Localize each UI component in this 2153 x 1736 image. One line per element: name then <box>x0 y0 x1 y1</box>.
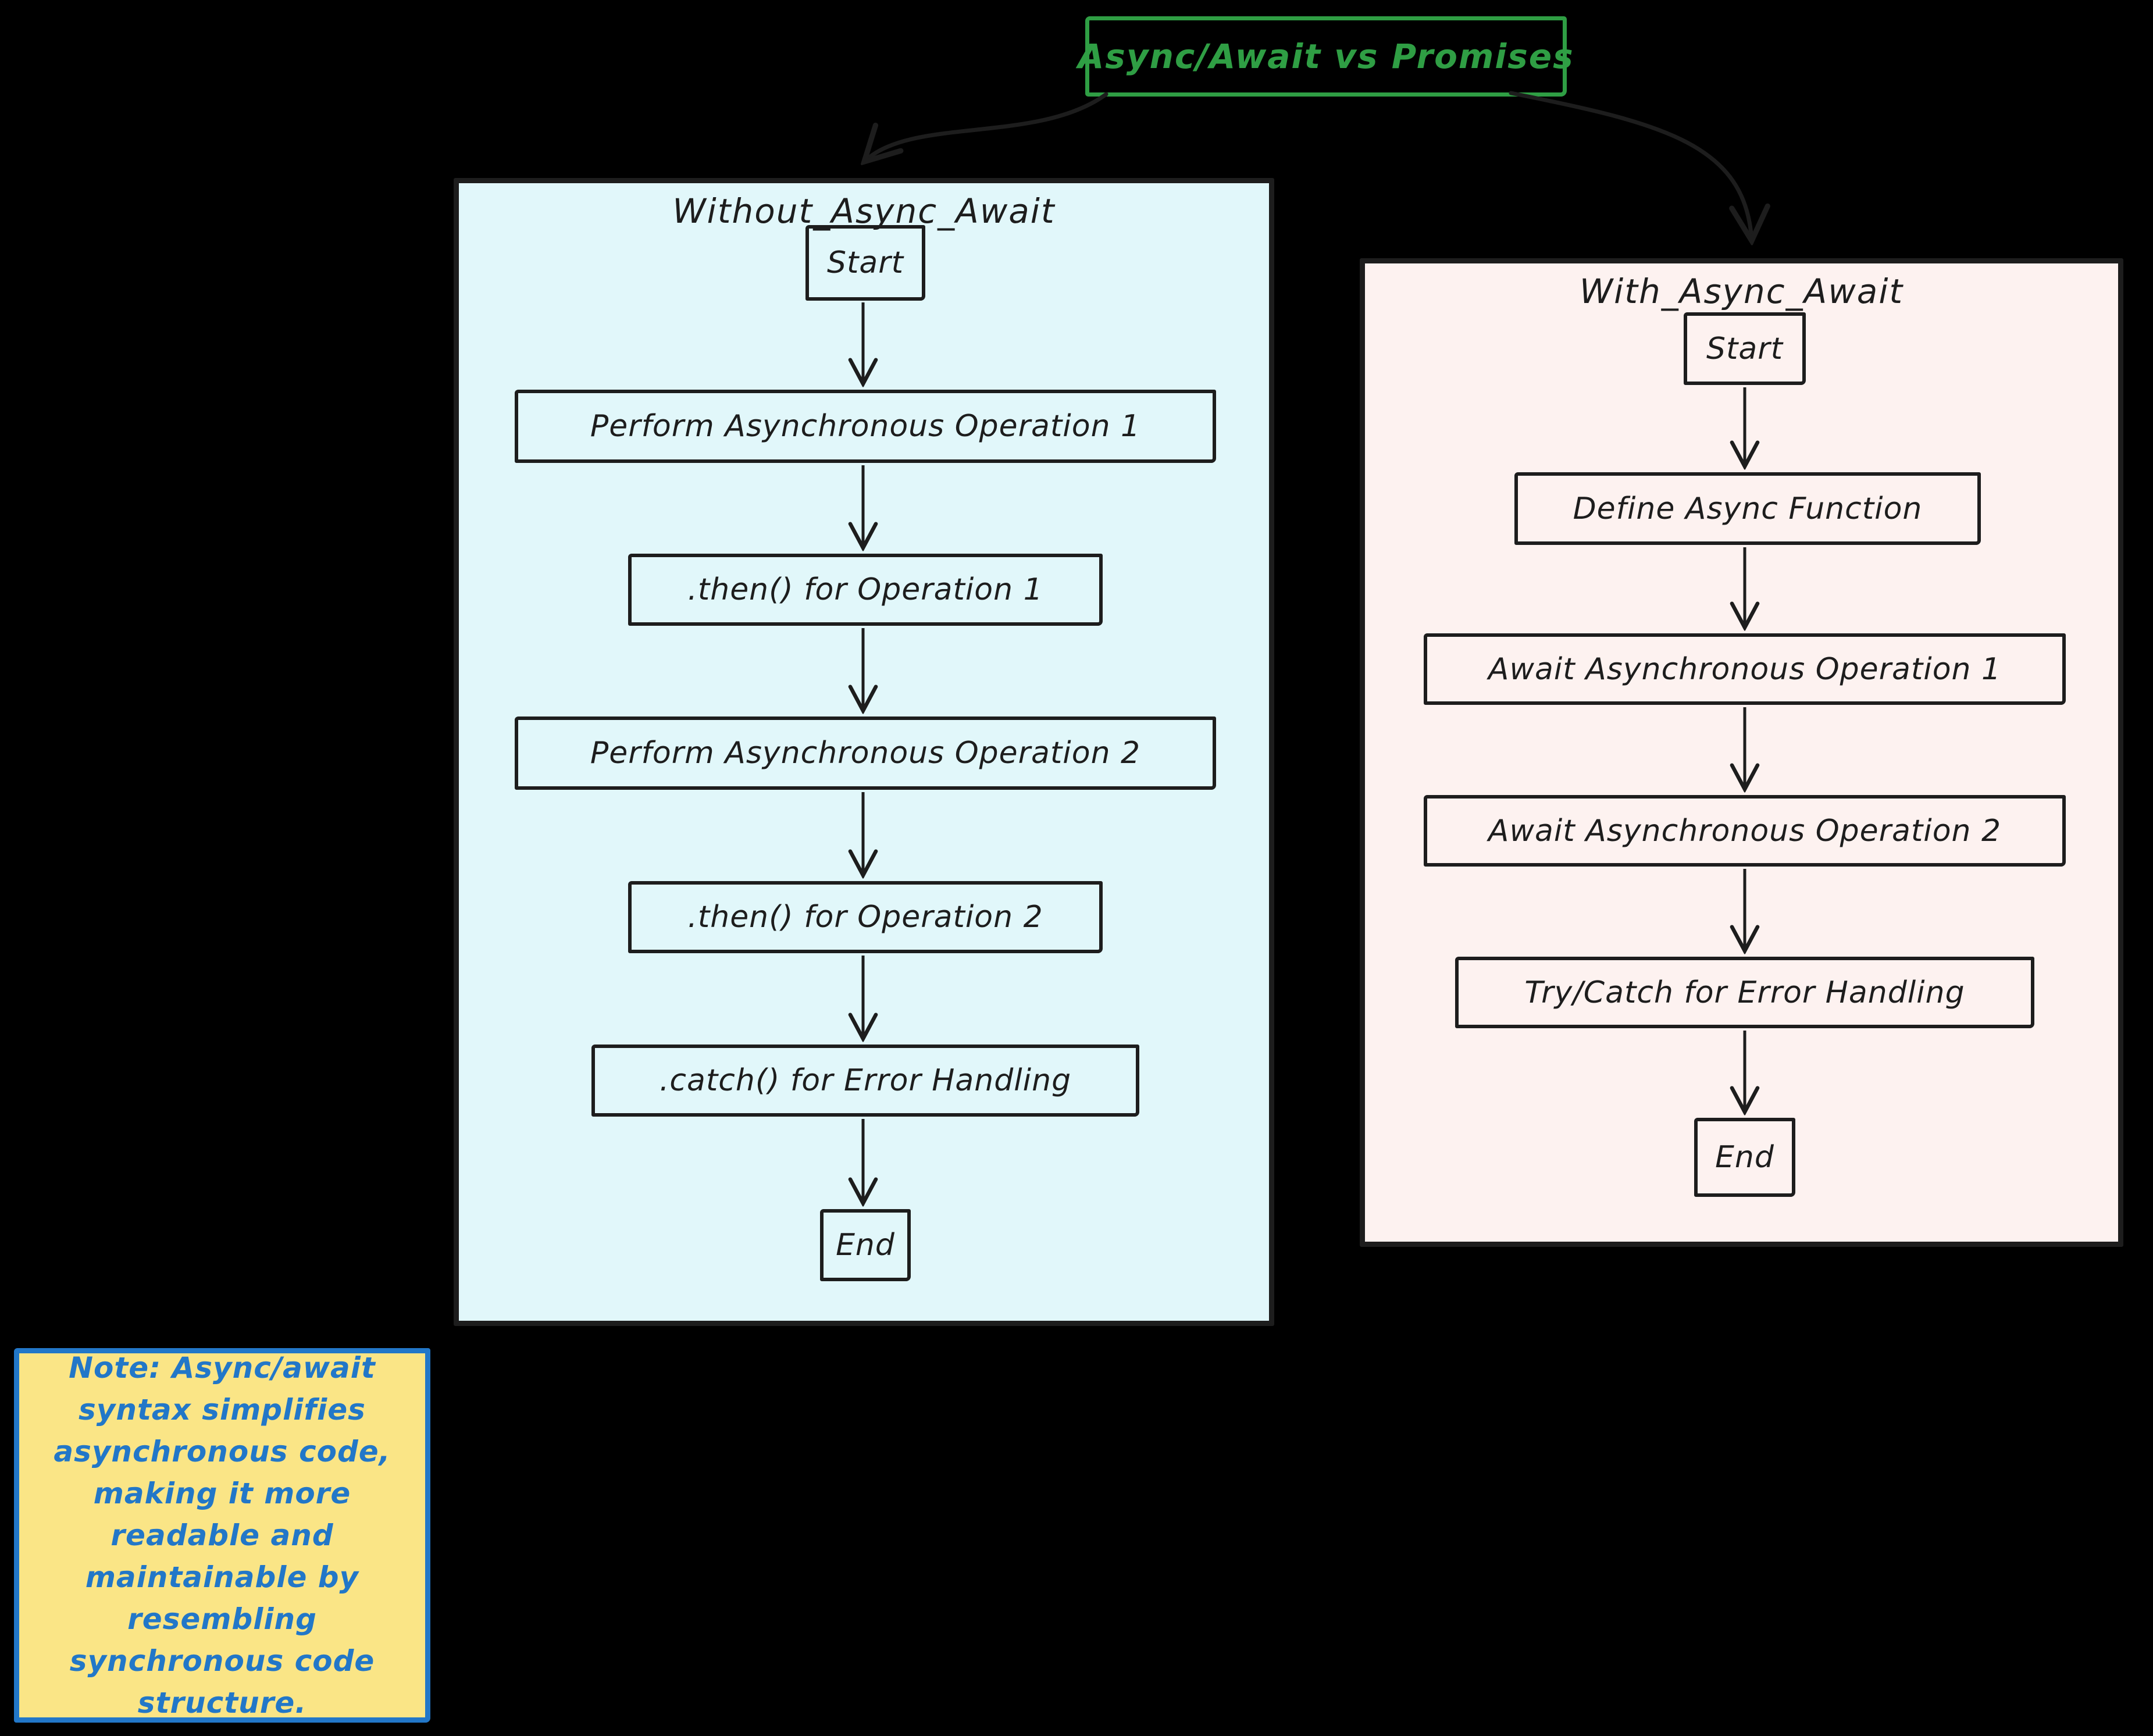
node-without-end: End <box>820 1209 911 1281</box>
panel-with-title: With_Async_Await <box>1579 272 1904 311</box>
node-with-end: End <box>1694 1118 1795 1197</box>
node-with-start: Start <box>1684 312 1806 385</box>
title-to-left-panel-arrow <box>864 92 1108 162</box>
node-perform-async-operation-2: Perform Asynchronous Operation 2 <box>515 716 1216 790</box>
node-catch-error-handling: .catch() for Error Handling <box>591 1045 1139 1117</box>
node-await-async-operation-2: Await Asynchronous Operation 2 <box>1424 795 2066 867</box>
diagram-title-box: Async/Await vs Promises <box>1078 16 1573 97</box>
note-box: Note: Async/await syntax simplifies asyn… <box>14 1348 430 1723</box>
node-await-async-operation-1: Await Asynchronous Operation 1 <box>1424 633 2066 705</box>
node-without-start: Start <box>805 225 925 301</box>
note-text: Note: Async/await syntax simplifies asyn… <box>54 1351 391 1720</box>
diagram-title-label: Async/Await vs Promises <box>1078 37 1574 76</box>
node-then-operation-2: .then() for Operation 2 <box>628 881 1103 953</box>
panel-without-async-await: Without_Async_Await Start Perform Asynch… <box>454 178 1274 1326</box>
node-define-async-function: Define Async Function <box>1514 472 1981 545</box>
node-try-catch-error-handling: Try/Catch for Error Handling <box>1455 957 2034 1028</box>
panel-with-async-await: With_Async_Await Start Define Async Func… <box>1360 258 2123 1247</box>
node-then-operation-1: .then() for Operation 1 <box>628 554 1103 626</box>
panel-without-title: Without_Async_Await <box>672 191 1056 231</box>
node-perform-async-operation-1: Perform Asynchronous Operation 1 <box>515 390 1216 463</box>
title-to-right-panel-arrow <box>1509 91 1752 241</box>
